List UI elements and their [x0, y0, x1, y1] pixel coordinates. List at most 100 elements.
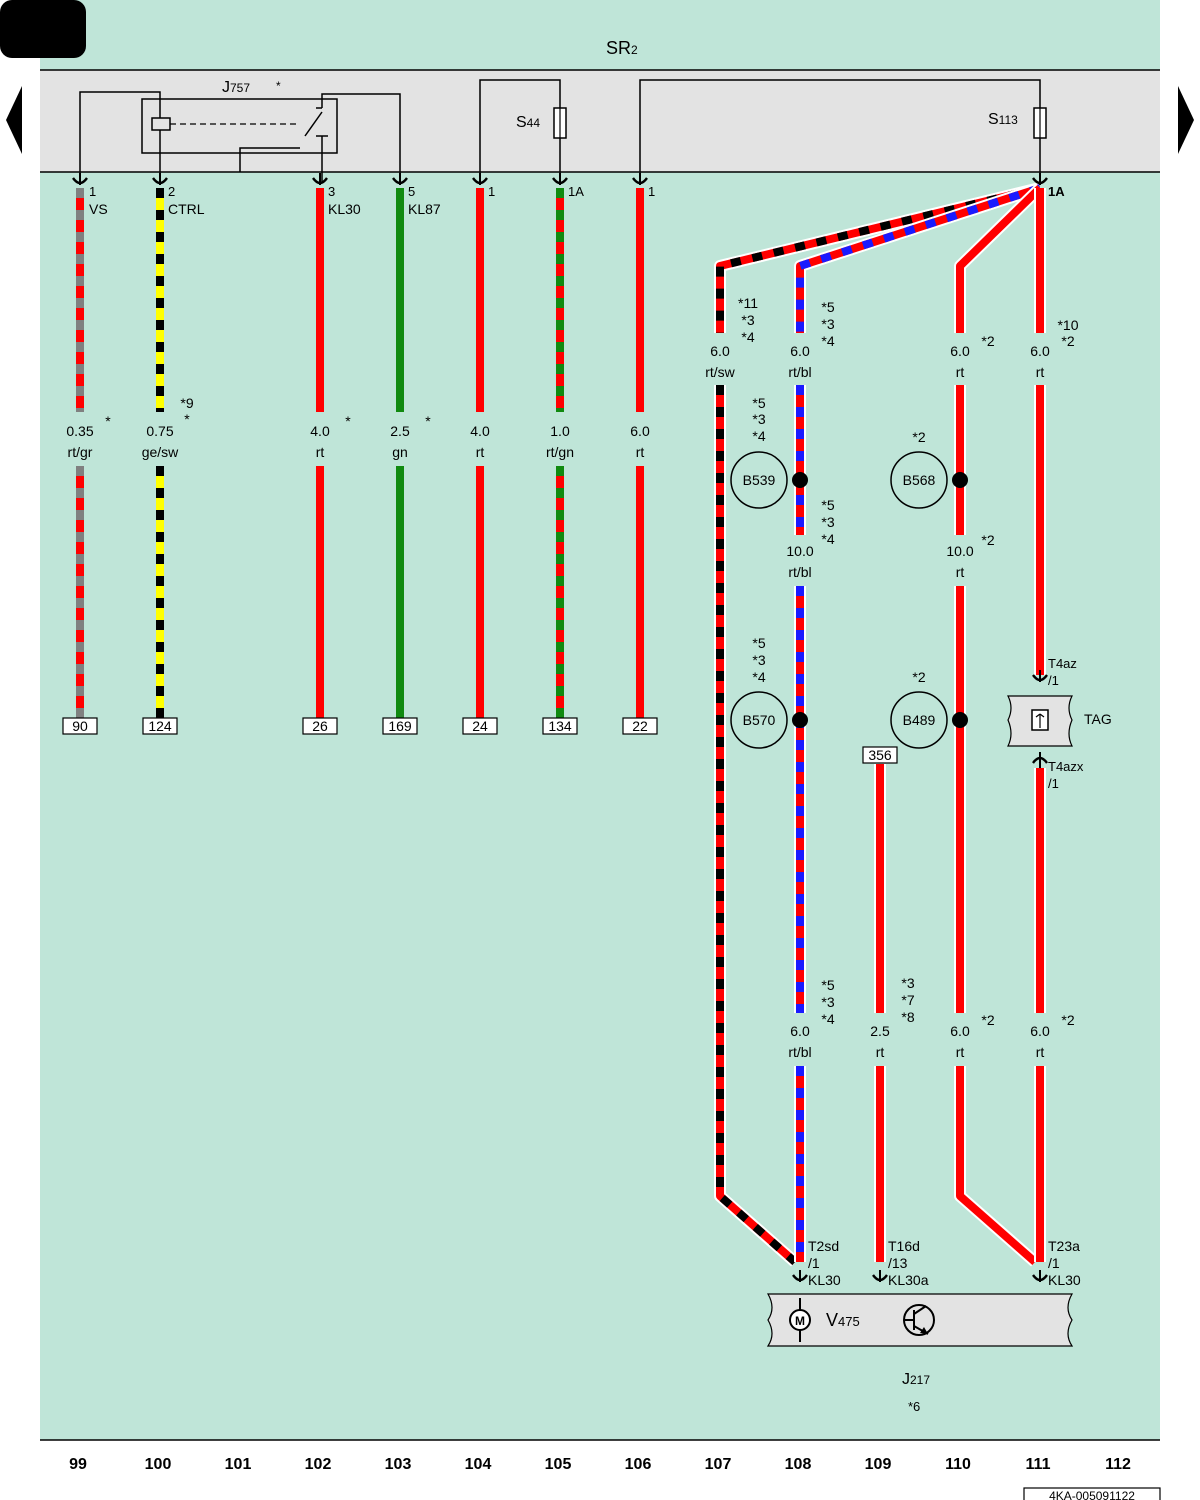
wire-note: *2: [981, 532, 994, 548]
wire-color: rt: [316, 444, 325, 460]
supply-rail-label: SR2: [606, 38, 638, 58]
wire-color: rt/gr: [68, 444, 93, 460]
wire-size: 10.0: [946, 543, 973, 559]
splice-b489: [890, 691, 948, 749]
column-number: 99: [69, 1456, 87, 1473]
relay-j757: J757 *: [79, 79, 401, 183]
ref-box: [302, 717, 338, 735]
svg-text:S113: S113: [988, 111, 1018, 128]
wire-note: *8: [901, 1009, 914, 1025]
column-number: 108: [785, 1456, 812, 1473]
pin-signal: CTRL: [168, 201, 205, 217]
fuse-relay-panel: [40, 70, 1160, 172]
ref-box-label: 24: [472, 718, 488, 734]
page-tab: [0, 0, 86, 58]
column-number: 103: [385, 1456, 412, 1473]
wire-size: 0.75: [146, 423, 173, 439]
splice-label: B539: [743, 472, 776, 488]
wire-color: rt/sw: [705, 364, 735, 380]
pin-signal: VS: [89, 201, 108, 217]
ref-box: [542, 717, 578, 735]
connector-signal: KL30: [808, 1272, 841, 1288]
wire-note: *7: [901, 992, 914, 1008]
wire-size: 1.0: [550, 423, 570, 439]
pin-label: 2: [168, 184, 175, 199]
wire-rt-110-upper: [954, 183, 1045, 333]
wire-color: rt/gn: [546, 444, 574, 460]
splice-note: *3: [752, 411, 765, 427]
column-number: 100: [145, 1456, 172, 1473]
wire-color: gn: [392, 444, 408, 460]
svg-text:*: *: [276, 79, 281, 93]
control-unit-note: *6: [908, 1399, 920, 1414]
wire-note: *9: [180, 395, 193, 411]
column-number: 101: [225, 1456, 252, 1473]
wire-size: 6.0: [1030, 1023, 1050, 1039]
wire-note: *2: [1061, 333, 1074, 349]
top-pins: 1 VS 2 CTRL 3 KL30 5 KL87 1 1A 1 1A: [89, 184, 1065, 217]
connector-label: T4azx: [1048, 759, 1084, 774]
connector-label: T4az: [1048, 656, 1077, 671]
connector-pin-icon: [152, 173, 168, 185]
splice-dot: [792, 472, 808, 488]
ref-box-label: 124: [148, 718, 172, 734]
wire-color: rt: [636, 444, 645, 460]
wire-color: rt: [956, 1044, 965, 1060]
connector-pin: /1: [1048, 673, 1059, 688]
connector-label: T16d: [888, 1238, 920, 1254]
ref-box-label: 90: [72, 718, 88, 734]
column-number: 111: [1026, 1456, 1051, 1473]
connector-pin-icon: [392, 173, 408, 185]
wire-note: *10: [1057, 317, 1078, 333]
connector-pin-icon: [72, 173, 88, 185]
column-number: 102: [305, 1456, 332, 1473]
next-page-arrow-icon[interactable]: [1178, 86, 1194, 154]
wire-note: *4: [821, 531, 834, 547]
splice-label: B568: [903, 472, 936, 488]
ref-box: [622, 717, 658, 735]
splice-note: *4: [752, 428, 765, 444]
wire-note: *2: [1061, 1012, 1074, 1028]
ref-box: [142, 717, 178, 735]
ref-box-label: 356: [868, 747, 892, 763]
control-unit-label: J217: [902, 1371, 930, 1388]
wire-size: 4.0: [470, 423, 490, 439]
wire-note: *3: [821, 316, 834, 332]
wire-note: *: [105, 413, 111, 429]
previous-page-arrow-icon[interactable]: [6, 86, 22, 154]
wire-rt-bl-upper: [794, 182, 1042, 333]
splice-b539: [730, 451, 788, 509]
column-number: 106: [625, 1456, 652, 1473]
connector-pin: /1: [808, 1255, 820, 1271]
wire-note: *2: [981, 333, 994, 349]
connector-pin-icon: [872, 1270, 888, 1282]
motor-label: V475: [826, 1310, 860, 1330]
splice-b570: [730, 691, 788, 749]
connector-pin-icon: [552, 173, 568, 185]
pin-label: 1: [89, 184, 96, 199]
connector-pin-icon: [472, 173, 488, 185]
bottom-connectors: T2sd /1 KL30 T16d /13 KL30a T23a /1 KL30: [808, 1238, 1081, 1288]
pin-label: 1: [648, 184, 655, 199]
wire-color: rt/bl: [788, 364, 811, 380]
tag-component: TAG T4az /1 T4azx /1: [1007, 656, 1112, 791]
fuse-s113: S113: [639, 79, 1047, 183]
wire-note: *3: [821, 514, 834, 530]
splice-note: *3: [752, 652, 765, 668]
wire-note: *4: [821, 333, 834, 349]
pin-signal: KL30: [328, 201, 361, 217]
wire-size: 2.5: [870, 1023, 890, 1039]
wire-size: 0.35: [66, 423, 93, 439]
wire-note: *4: [741, 329, 754, 345]
relay-switch-icon: [304, 111, 323, 137]
svg-text:J757: J757: [222, 79, 250, 96]
wire-note: *5: [821, 977, 834, 993]
splice-dot: [952, 712, 968, 728]
column-number: 112: [1105, 1456, 1131, 1473]
wire-note: *: [184, 411, 190, 427]
wire-note: *3: [821, 994, 834, 1010]
pin-label: 1: [488, 184, 495, 199]
connector-pin: /1: [1048, 1255, 1060, 1271]
